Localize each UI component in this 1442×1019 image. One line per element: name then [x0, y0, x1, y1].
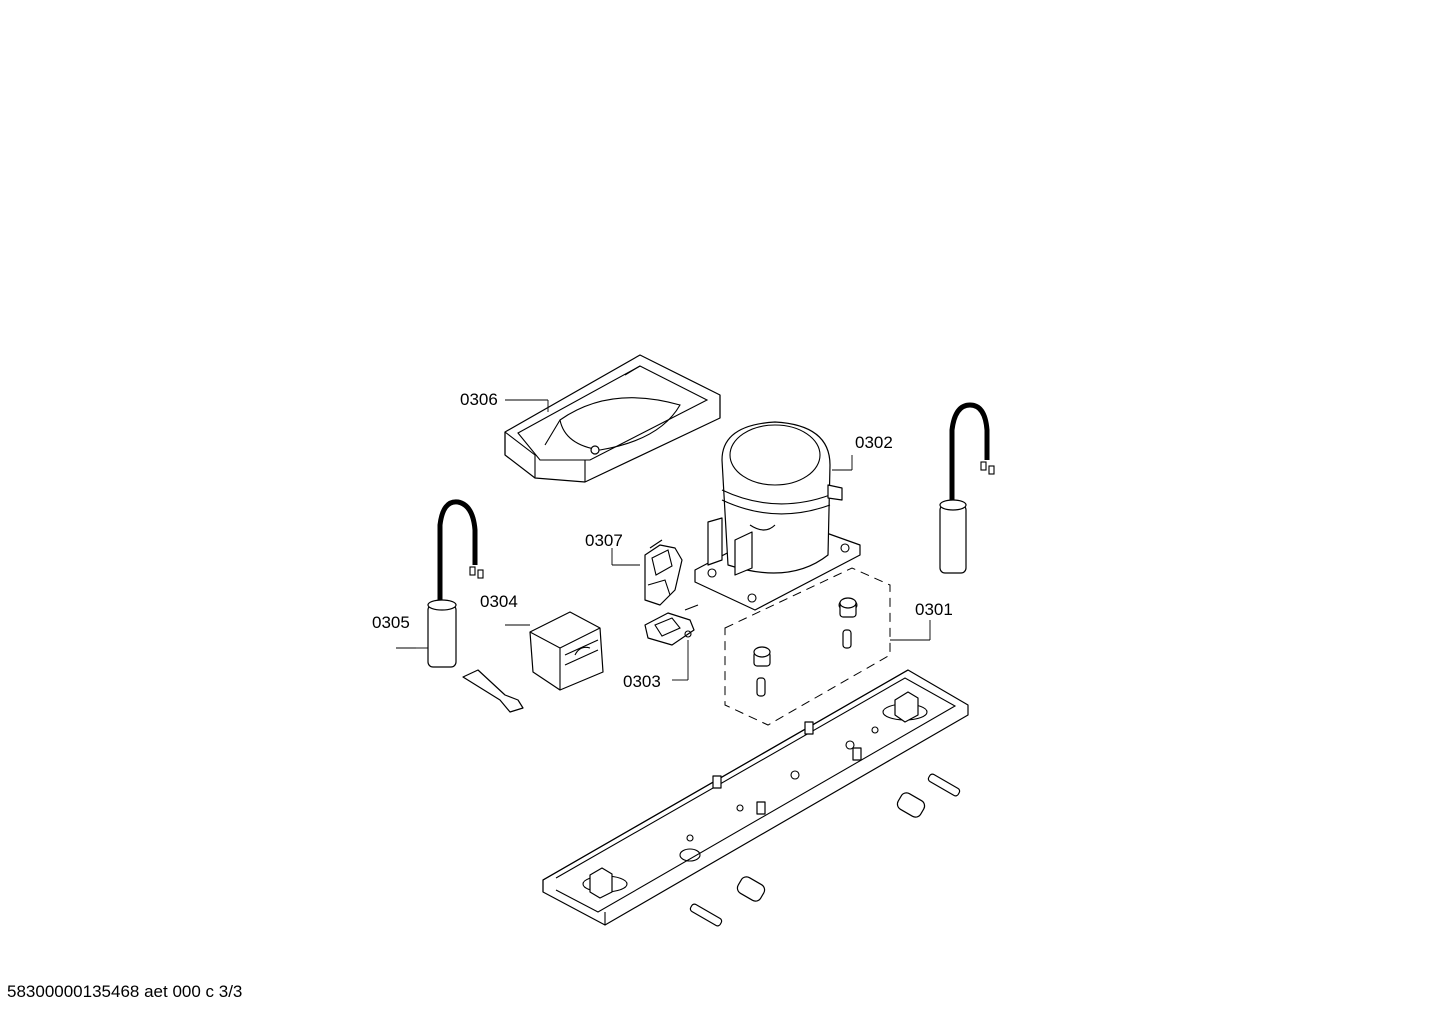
label-0301: 0301 — [915, 600, 953, 619]
part-0307-relay — [611, 539, 683, 606]
part-0303-overload — [644, 604, 699, 681]
label-0307: 0307 — [585, 531, 623, 550]
part-bushings — [689, 773, 961, 927]
label-0304: 0304 — [480, 592, 518, 611]
part-0305-capacitor — [396, 499, 484, 668]
part-0306-tray — [504, 354, 721, 483]
label-0305: 0305 — [372, 613, 410, 632]
drawing-reference-footer: 58300000135468 aet 000 c 3/3 — [7, 982, 243, 1001]
part-mounting-rail — [542, 669, 969, 926]
label-0306: 0306 — [460, 390, 498, 409]
part-capacitor-right — [939, 402, 995, 574]
label-0302: 0302 — [855, 433, 893, 452]
part-0301-mount-kit — [724, 567, 931, 726]
part-0304-cover — [462, 611, 604, 713]
part-0302-compressor — [694, 421, 861, 611]
label-0303: 0303 — [623, 672, 661, 691]
